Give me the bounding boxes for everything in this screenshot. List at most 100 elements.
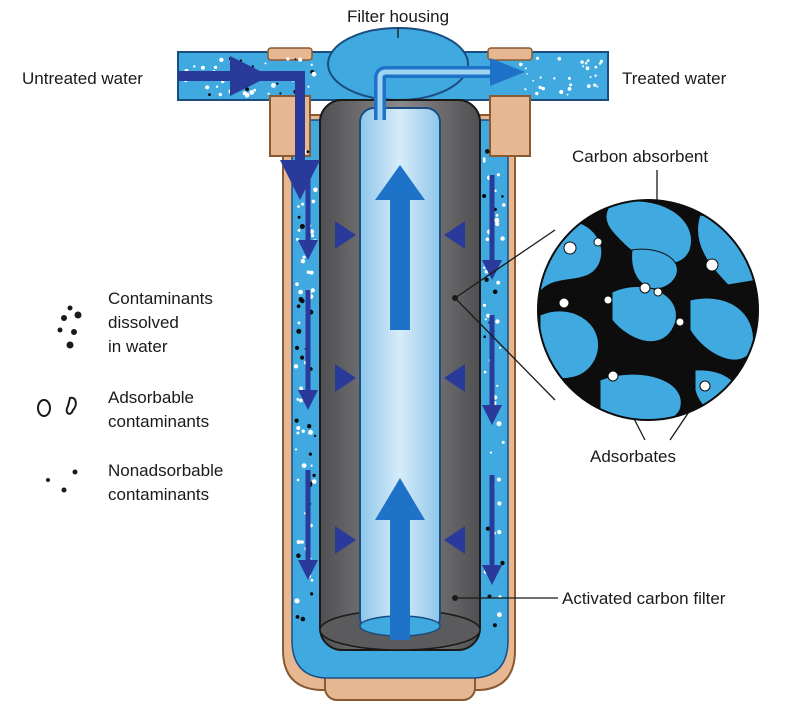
particle <box>299 398 303 403</box>
particle <box>485 237 490 242</box>
callout-dot-carbon <box>452 295 458 301</box>
particle <box>567 76 571 80</box>
particle <box>300 355 305 360</box>
legend-dissolved-icon <box>57 305 82 349</box>
particle <box>482 303 487 307</box>
particle <box>253 88 257 92</box>
particle <box>535 56 540 60</box>
particle <box>218 92 222 97</box>
particle <box>205 85 210 90</box>
legend-adsorbable-line1: Adsorbable <box>108 388 194 407</box>
legend-adsorbable-line2: contaminants <box>108 412 209 431</box>
center-tube <box>359 107 441 637</box>
particle <box>559 90 564 94</box>
particle <box>298 57 303 62</box>
particle <box>484 269 489 274</box>
particle <box>296 328 302 334</box>
particle <box>271 83 276 88</box>
particle <box>489 451 492 454</box>
particle <box>264 62 267 65</box>
particle <box>208 93 211 96</box>
particle <box>496 173 500 177</box>
particle <box>298 289 303 295</box>
particle <box>310 63 313 66</box>
particle <box>593 83 597 87</box>
particle <box>295 615 300 619</box>
particle <box>294 448 298 451</box>
inward-arrow-left <box>335 526 356 554</box>
particle <box>300 616 306 622</box>
particle <box>310 464 313 467</box>
particle <box>594 65 598 69</box>
legend-nonadsorbable-line2: contaminants <box>108 485 209 504</box>
particle <box>567 87 572 91</box>
particle <box>300 298 305 304</box>
down-flow-arrows <box>298 160 502 585</box>
particle <box>586 84 591 88</box>
particle <box>312 473 316 478</box>
legend-dissolved-line3: in water <box>108 337 168 356</box>
up-arrow-bottom <box>375 478 425 640</box>
particle <box>482 157 486 160</box>
particle <box>251 65 254 68</box>
particle <box>483 570 488 574</box>
particle <box>300 185 306 191</box>
particle <box>297 205 300 208</box>
particle <box>297 215 301 219</box>
particle <box>526 73 528 75</box>
particle <box>535 91 539 96</box>
particle <box>245 81 249 85</box>
particle <box>311 199 316 204</box>
inward-arrow-right <box>444 526 465 554</box>
particle <box>496 280 501 285</box>
particle <box>200 65 205 70</box>
particle <box>243 65 246 68</box>
particle <box>553 77 556 80</box>
particle <box>532 79 535 82</box>
particle <box>584 61 588 65</box>
particle <box>302 393 306 397</box>
particle <box>585 66 590 71</box>
particle <box>310 288 315 293</box>
particle <box>213 65 218 69</box>
particle <box>293 364 299 369</box>
right-collar <box>489 95 531 157</box>
legend-nonadsorbable-line1: Nonadsorbable <box>108 461 223 480</box>
particle <box>494 217 500 223</box>
legend-dissolved-line1: Contaminants <box>108 289 213 308</box>
particle <box>294 418 299 423</box>
particle <box>502 203 506 207</box>
particle <box>494 189 497 193</box>
label-filter-housing: Filter housing <box>347 7 449 26</box>
particle <box>245 87 250 92</box>
particle <box>484 318 487 321</box>
particle <box>309 270 314 275</box>
particle <box>310 592 314 596</box>
particle <box>311 479 317 484</box>
particle <box>309 229 315 234</box>
particle <box>501 195 504 198</box>
particle <box>296 426 301 430</box>
label-treated-water: Treated water <box>622 69 727 88</box>
particle <box>496 384 499 387</box>
particle <box>580 60 584 64</box>
particle <box>496 477 501 482</box>
particle <box>294 58 297 61</box>
particle <box>501 440 505 444</box>
particle <box>300 540 304 544</box>
particle <box>524 88 527 91</box>
particle <box>485 526 490 531</box>
particle <box>296 398 300 401</box>
particle <box>301 202 305 206</box>
particle <box>499 346 502 349</box>
particle <box>497 530 502 535</box>
particle <box>294 345 300 350</box>
particle <box>219 57 224 62</box>
particle <box>296 304 301 309</box>
particle <box>296 478 300 482</box>
particle <box>486 313 491 318</box>
particle <box>295 282 299 287</box>
particle <box>539 76 542 79</box>
particle <box>492 289 498 295</box>
particle <box>500 560 505 566</box>
